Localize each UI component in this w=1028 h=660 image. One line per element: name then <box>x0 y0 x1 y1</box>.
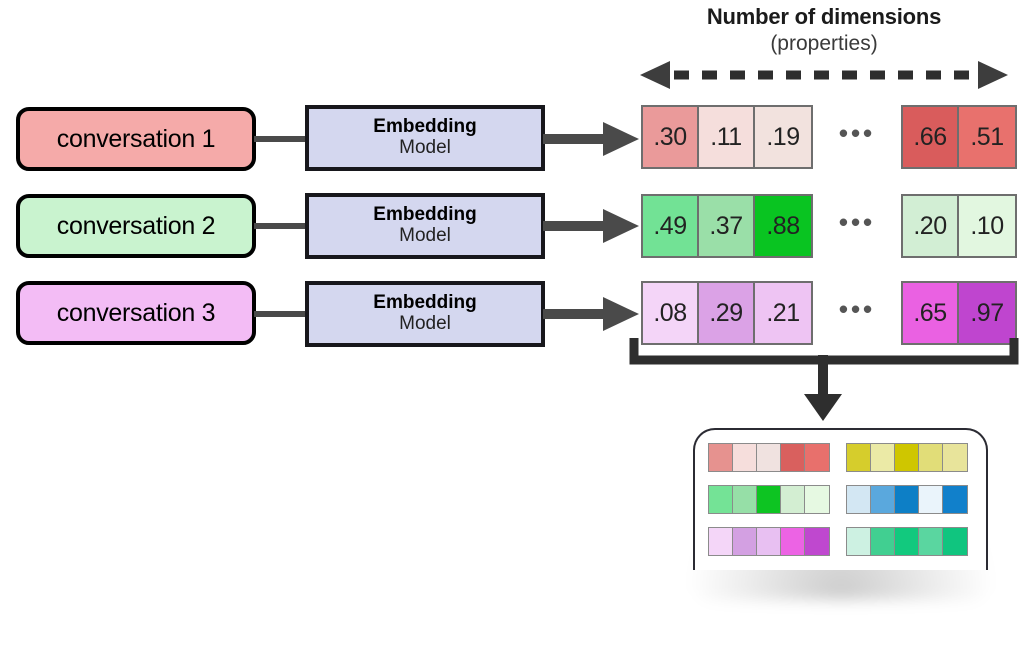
embedding-model-subtitle-1: Model <box>399 137 451 158</box>
dimensions-title: Number of dimensions <box>706 4 942 29</box>
store-swatch <box>709 528 733 555</box>
embedding-vector-1: .30 .11 .19 ••• .66 .51 <box>641 105 1017 169</box>
double-headed-dashed-arrow-icon <box>640 61 1008 89</box>
vector-cell: .11 <box>699 107 755 167</box>
vector-cell: .49 <box>643 196 699 256</box>
vector-left-group-3: .08 .29 .21 <box>641 281 813 345</box>
store-arrow-icon <box>804 355 842 421</box>
store-swatch <box>805 528 829 555</box>
embedding-model-title-2: Embedding <box>373 204 477 226</box>
store-swatch <box>781 444 805 471</box>
vector-left-group-1: .30 .11 .19 <box>641 105 813 169</box>
store-row <box>708 527 976 556</box>
store-swatch <box>847 444 871 471</box>
vector-cell: .20 <box>903 196 959 256</box>
embedding-model-box-2[interactable]: Embedding Model <box>305 193 545 259</box>
store-swatch <box>919 486 943 513</box>
store-swatch <box>709 486 733 513</box>
vector-ellipsis-2: ••• <box>838 206 876 237</box>
store-swatch <box>895 444 919 471</box>
flow-arrow-icon-1 <box>543 122 639 156</box>
store-swatch <box>943 528 967 555</box>
vector-cell: .97 <box>959 283 1015 343</box>
embedding-model-box-3[interactable]: Embedding Model <box>305 281 545 347</box>
connector-line-3 <box>254 311 308 317</box>
vector-ellipsis-3: ••• <box>838 293 876 324</box>
store-swatch <box>733 444 757 471</box>
vector-cell: .08 <box>643 283 699 343</box>
vector-ellipsis-1: ••• <box>838 117 876 148</box>
conversation-label-3: conversation 3 <box>56 298 216 327</box>
vector-cell: .30 <box>643 107 699 167</box>
vector-cell: .65 <box>903 283 959 343</box>
store-swatch <box>871 444 895 471</box>
store-swatch <box>805 444 829 471</box>
store-swatch-group-left <box>708 527 830 556</box>
store-swatch-group-right <box>846 527 968 556</box>
store-swatch <box>781 528 805 555</box>
embedding-model-title-1: Embedding <box>373 116 477 138</box>
store-swatch <box>871 486 895 513</box>
embedding-vector-2: .49 .37 .88 ••• .20 .10 <box>641 194 1017 258</box>
embedding-vector-3: .08 .29 .21 ••• .65 .97 <box>641 281 1017 345</box>
store-swatch-group-left <box>708 485 830 514</box>
store-swatch <box>733 528 757 555</box>
embedding-model-subtitle-3: Model <box>399 313 451 334</box>
vector-cell: .37 <box>699 196 755 256</box>
store-swatch <box>847 486 871 513</box>
store-swatch <box>895 528 919 555</box>
embedding-model-box-1[interactable]: Embedding Model <box>305 105 545 171</box>
vector-cell: .19 <box>755 107 811 167</box>
vector-left-group-2: .49 .37 .88 <box>641 194 813 258</box>
vector-cell: .66 <box>903 107 959 167</box>
vector-right-group-2: .20 .10 <box>901 194 1017 258</box>
store-swatch <box>757 444 781 471</box>
store-swatch <box>709 444 733 471</box>
store-swatch <box>919 444 943 471</box>
embedding-model-subtitle-2: Model <box>399 225 451 246</box>
vector-cell: .51 <box>959 107 1015 167</box>
store-swatch <box>847 528 871 555</box>
store-swatch-group-right <box>846 443 968 472</box>
store-swatch <box>871 528 895 555</box>
store-swatch <box>733 486 757 513</box>
store-swatch <box>943 444 967 471</box>
store-swatch <box>781 486 805 513</box>
store-swatch <box>943 486 967 513</box>
connector-line-2 <box>254 223 308 229</box>
store-row <box>708 485 976 514</box>
store-swatch-grid <box>708 443 976 556</box>
embedding-model-title-3: Embedding <box>373 292 477 314</box>
conversation-box-2[interactable]: conversation 2 <box>16 194 256 258</box>
store-row <box>708 443 976 472</box>
conversation-box-3[interactable]: conversation 3 <box>16 281 256 345</box>
flow-arrow-icon-2 <box>543 209 639 243</box>
conversation-label-2: conversation 2 <box>56 211 216 240</box>
conversation-label-1: conversation 1 <box>56 124 216 153</box>
vector-cell: .21 <box>755 283 811 343</box>
store-swatch-group-right <box>846 485 968 514</box>
vector-right-group-3: .65 .97 <box>901 281 1017 345</box>
vector-cell: .10 <box>959 196 1015 256</box>
dimensions-subtitle: (properties) <box>770 32 878 55</box>
vector-right-group-1: .66 .51 <box>901 105 1017 169</box>
store-swatch <box>757 528 781 555</box>
vector-cell: .88 <box>755 196 811 256</box>
store-swatch-group-left <box>708 443 830 472</box>
store-swatch <box>805 486 829 513</box>
flow-arrow-icon-3 <box>543 297 639 331</box>
store-swatch <box>895 486 919 513</box>
vector-cell: .29 <box>699 283 755 343</box>
store-swatch <box>757 486 781 513</box>
connector-line-1 <box>254 136 308 142</box>
store-swatch <box>919 528 943 555</box>
conversation-box-1[interactable]: conversation 1 <box>16 107 256 171</box>
